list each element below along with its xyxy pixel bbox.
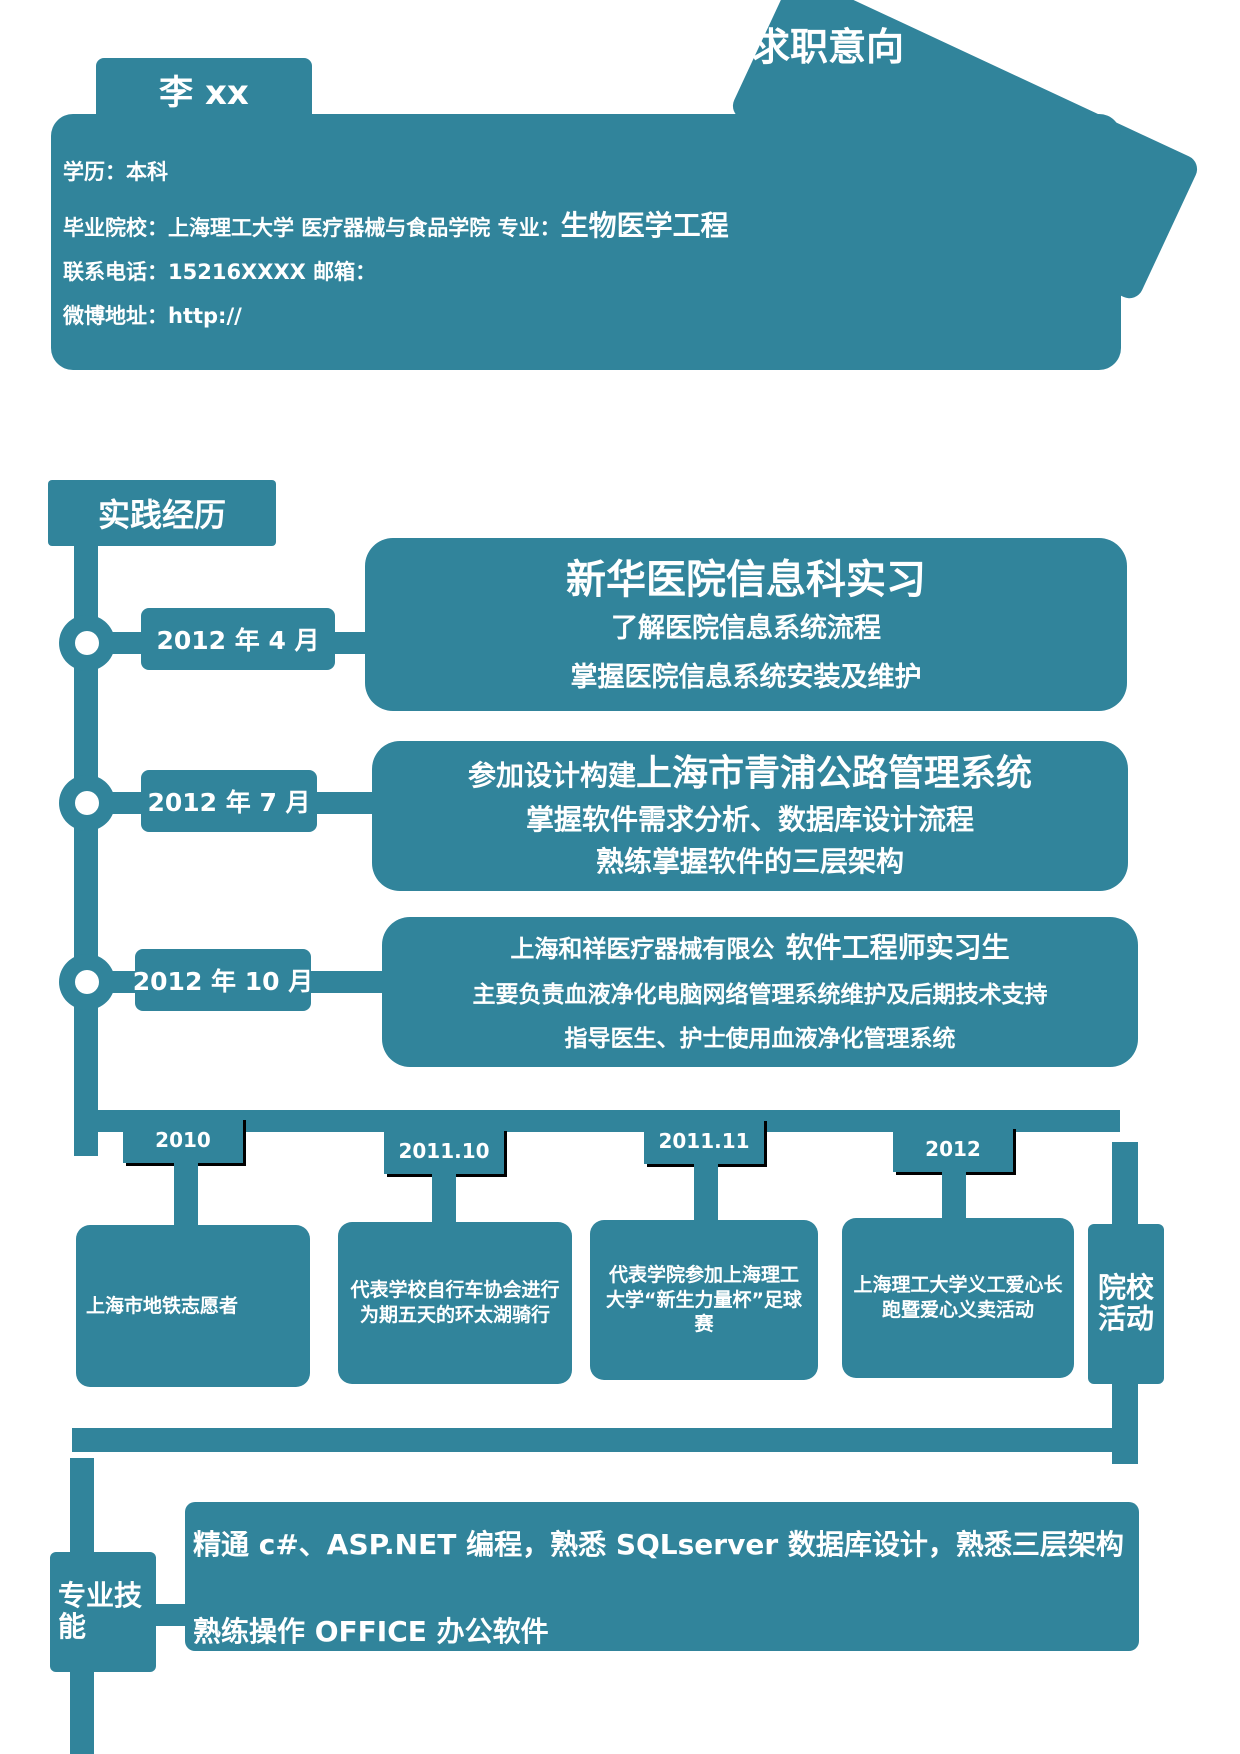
skills-line-1: 精通 c#、ASP.NET 编程，熟悉 SQLserver 数据库设计，熟悉三层… <box>193 1528 1124 1561</box>
skills-title-text: 专业技能 <box>58 1579 143 1643</box>
experience-line-3a: 主要负责血液净化电脑网络管理系统维护及后期技术支持 <box>472 981 1048 1008</box>
experience-line-3b: 指导医生、护士使用血液净化管理系统 <box>564 1025 956 1052</box>
timeline-bottom-line <box>74 1110 1120 1132</box>
activity-stem-2 <box>432 1174 456 1224</box>
skills-connector <box>150 1604 190 1626</box>
activity-box-1: 上海市地铁志愿者 <box>76 1225 310 1387</box>
date-pill-1: 2012 年 4 月 <box>141 608 335 670</box>
activities-section-title: 院校活动 <box>1088 1224 1164 1384</box>
experience-title-2-prefix: 参加设计构建 <box>467 759 636 793</box>
date-pill-2: 2012 年 7 月 <box>141 770 317 832</box>
skills-card: 精通 c#、ASP.NET 编程，熟悉 SQLserver 数据库设计，熟悉三层… <box>185 1502 1139 1651</box>
activity-stem-3 <box>694 1164 718 1222</box>
activity-year-tab-2: 2011.10 <box>384 1128 504 1174</box>
practice-section-title: 实践经历 <box>48 480 276 546</box>
school-label: 毕业院校：上海理工大学 医疗器械与食品学院 专业： <box>63 216 561 240</box>
activity-year-tab-4: 2012 <box>893 1126 1013 1172</box>
major-value: 生物医学工程 <box>560 209 729 242</box>
experience-title-3: 软件工程师实习生 <box>785 931 1010 965</box>
activity-box-2: 代表学校自行车协会进行为期五天的环太湖骑行 <box>338 1222 572 1384</box>
personal-info-card: 学历：本科 毕业院校：上海理工大学 医疗器械与食品学院 专业：生物医学工程 联系… <box>51 114 1121 370</box>
name-tab: 李 xx <box>96 58 312 120</box>
activity-stem-4 <box>942 1170 966 1222</box>
experience-card-2: 参加设计构建上海市青浦公路管理系统 掌握软件需求分析、数据库设计流程 熟练掌握软… <box>372 741 1128 891</box>
experience-line-1b: 掌握医院信息系统安装及维护 <box>570 661 922 693</box>
experience-card-1: 新华医院信息科实习 了解医院信息系统流程 掌握医院信息系统安装及维护 <box>365 538 1127 711</box>
contact-line: 联系电话：15216XXXX 邮箱： <box>63 260 377 284</box>
date-pill-3: 2012 年 10 月 <box>133 949 313 1011</box>
skills-section-title: 专业技能 <box>50 1552 156 1672</box>
experience-line-2b: 熟练掌握软件的三层架构 <box>595 844 904 878</box>
experience-title-3-line: 上海和祥医疗器械有限公 软件工程师实习生 <box>510 931 1009 965</box>
experience-card-3: 上海和祥医疗器械有限公 软件工程师实习生 主要负责血液净化电脑网络管理系统维护及… <box>382 917 1138 1067</box>
experience-title-2: 上海市青浦公路管理系统 <box>636 753 1033 795</box>
activities-bottom-line <box>72 1428 1132 1452</box>
activities-title-text: 院校活动 <box>1097 1271 1154 1335</box>
timeline-node-2 <box>59 775 115 831</box>
experience-title-3-prefix: 上海和祥医疗器械有限公 <box>510 935 775 964</box>
experience-line-1a: 了解医院信息系统流程 <box>611 612 881 644</box>
timeline-node-1 <box>59 615 115 671</box>
school-major-line: 毕业院校：上海理工大学 医疗器械与食品学院 专业：生物医学工程 <box>63 204 729 244</box>
activity-box-4: 上海理工大学义工爱心长跑暨爱心义卖活动 <box>842 1218 1074 1378</box>
weibo-line: 微博地址：http:// <box>63 304 242 328</box>
objective-label: 求职意向 <box>752 25 902 69</box>
timeline-node-3 <box>59 954 115 1010</box>
experience-title-2-line: 参加设计构建上海市青浦公路管理系统 <box>468 752 1032 795</box>
skills-line-2: 熟练操作 OFFICE 办公软件 <box>193 1615 549 1648</box>
experience-line-2a: 掌握软件需求分析、数据库设计流程 <box>525 802 974 836</box>
activity-year-tab-3: 2011.11 <box>644 1118 764 1164</box>
activity-box-3: 代表学院参加上海理工大学“新生力量杯”足球赛 <box>590 1220 818 1380</box>
activity-stem-1 <box>174 1163 198 1225</box>
activity-year-tab-1: 2010 <box>123 1117 243 1163</box>
education-line: 学历：本科 <box>63 160 168 184</box>
experience-title-1: 新华医院信息科实习 <box>566 556 926 603</box>
